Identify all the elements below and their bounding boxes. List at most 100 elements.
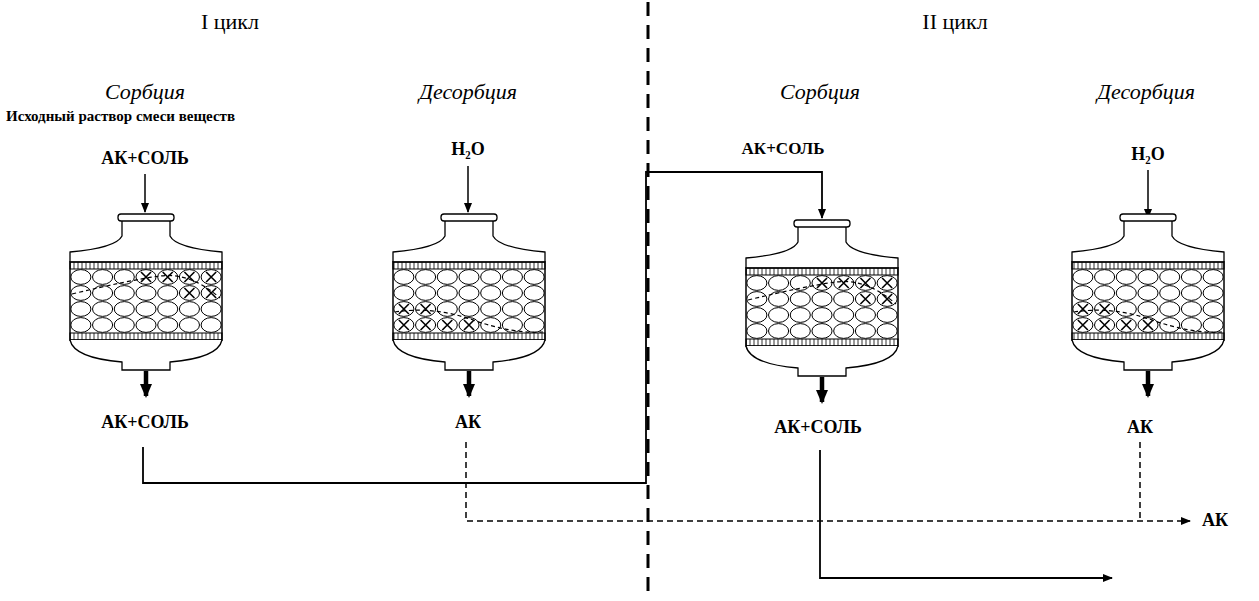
recycle-line: [143, 172, 822, 483]
sorption-front: [748, 281, 896, 304]
sorbed-mark: [206, 272, 216, 282]
column-mesh: [70, 262, 222, 269]
sorbent-grain: [1073, 286, 1093, 301]
sorbent-grain: [1181, 302, 1201, 317]
column-mesh: [393, 262, 545, 269]
stream-label: АК: [1127, 418, 1153, 438]
sorbent-grain: [747, 324, 767, 339]
stream-label: АК+СОЛЬ: [101, 413, 189, 433]
sorbed-mark: [1100, 320, 1110, 330]
sorbent-grain: [416, 270, 436, 285]
column-funnel: [393, 221, 545, 262]
sorbent-grain: [1073, 270, 1093, 285]
sorbed-mark: [442, 320, 452, 330]
sorbent-grain: [481, 286, 501, 301]
sorbent-grain: [877, 324, 897, 339]
column-mesh: [70, 333, 222, 340]
sorbent-grain: [812, 308, 832, 323]
product-line: [1139, 442, 1141, 521]
column-outlet: [1072, 340, 1224, 370]
sorbent-grain: [769, 292, 789, 307]
sorbent-grain: [158, 286, 178, 301]
sorbent-grain: [1160, 318, 1180, 333]
sorbent-grain: [114, 270, 134, 285]
sorbed-mark: [839, 278, 849, 288]
sorbent-grain: [481, 302, 501, 317]
sorbent-grain: [93, 286, 113, 301]
sorbent-grain: [114, 286, 134, 301]
stream-label: АК+СОЛЬ: [101, 149, 189, 169]
sorbent-grain: [394, 270, 414, 285]
sorbent-grain: [201, 270, 221, 285]
outlet-arrow: [1146, 371, 1151, 396]
sorbent-grain: [136, 302, 156, 317]
sorbed-mark: [1143, 320, 1153, 330]
sorbent-grain: [416, 302, 436, 317]
feed-arrow: [1147, 170, 1149, 218]
sorbent-grain: [524, 302, 544, 317]
sorbent-grain: [136, 270, 156, 285]
column-body: [70, 262, 222, 340]
stage-title: Сорбция: [780, 80, 860, 104]
sorbent-grain: [459, 286, 479, 301]
stage-title: Десорбция: [1097, 80, 1195, 104]
sorbent-grain: [1203, 318, 1223, 333]
sorbent-grain: [136, 286, 156, 301]
sorbent-grain: [179, 286, 199, 301]
stream-label: АК+СОЛЬ: [742, 140, 825, 159]
feed-arrow: [144, 174, 146, 212]
stream-label: H₂O: [1131, 145, 1164, 165]
stream-label: АК: [1202, 511, 1228, 531]
stage-title: Сорбция: [105, 80, 185, 104]
sorbent-grain: [201, 302, 221, 317]
sorbed-mark: [882, 278, 892, 288]
column-body: [393, 262, 545, 340]
cycle-title: I цикл: [201, 10, 259, 34]
sorbent-grain: [524, 270, 544, 285]
sorbed-mark: [1121, 320, 1131, 330]
sorbent-grain: [71, 302, 91, 317]
sorbed-mark: [421, 304, 431, 314]
column-body: [746, 268, 898, 346]
sorbed-mark: [1100, 304, 1110, 314]
feed-note: Исходный раствор смеси веществ: [6, 108, 235, 125]
cycle-divider: [647, 2, 650, 600]
column-body: [1072, 262, 1224, 340]
sorption-front: [395, 310, 543, 332]
sorbent-grain: [437, 286, 457, 301]
sorbent-grain: [855, 324, 875, 339]
column-outlet: [393, 340, 545, 370]
sorbent-grain: [1203, 302, 1223, 317]
sorbent-grain: [93, 270, 113, 285]
sorbent-grain: [1203, 286, 1223, 301]
sorbed-mark: [399, 320, 409, 330]
sorbent-grain: [71, 270, 91, 285]
column-rim: [1120, 214, 1176, 221]
sorbent-grain: [877, 308, 897, 323]
sorbent-grain: [502, 270, 522, 285]
sorption-front: [1074, 310, 1222, 332]
sorbed-mark: [163, 272, 173, 282]
sorbent-grain: [812, 292, 832, 307]
sorbent-grain: [790, 276, 810, 291]
sorbent-grain: [71, 318, 91, 333]
sorbent-grain: [1095, 270, 1115, 285]
sorbent-grain: [394, 318, 414, 333]
sorbent-grain: [394, 286, 414, 301]
sorbent-grain: [201, 286, 221, 301]
sorbent-grain: [1116, 318, 1136, 333]
sorbent-grain: [1160, 286, 1180, 301]
product-line: [466, 442, 1190, 521]
sorbent-grain: [834, 292, 854, 307]
sorbent-grain: [179, 318, 199, 333]
column-mesh: [746, 339, 898, 346]
sorbent-grain: [1138, 302, 1158, 317]
column-mesh: [393, 333, 545, 340]
sorbent-grain: [93, 302, 113, 317]
sorbent-grain: [481, 270, 501, 285]
sorbent-grain: [459, 318, 479, 333]
stream-label: АК: [455, 413, 481, 433]
sorbent-grain: [747, 276, 767, 291]
sorbed-mark: [860, 294, 870, 304]
